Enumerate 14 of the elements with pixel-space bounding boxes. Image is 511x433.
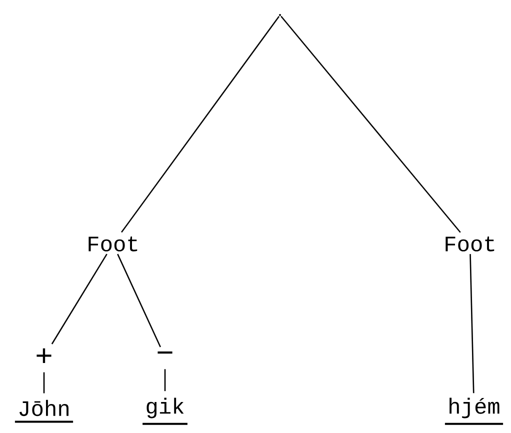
tree-branch bbox=[117, 254, 161, 348]
tree-label: Foot bbox=[88, 236, 138, 252]
underlined-word: Jōhn bbox=[14, 400, 74, 423]
tree-branch bbox=[470, 254, 474, 394]
tree-label: Foot bbox=[446, 236, 494, 252]
tree-branch bbox=[280, 16, 461, 233]
feature-sign: + bbox=[36, 348, 52, 363]
underlined-word: gik bbox=[142, 398, 188, 425]
tree-branch bbox=[164, 369, 166, 392]
tree-branch bbox=[121, 16, 280, 233]
tree-branch bbox=[43, 372, 45, 394]
tree-branch bbox=[51, 254, 108, 344]
feature-sign: − bbox=[158, 351, 172, 354]
underlined-word: hjém bbox=[444, 398, 504, 425]
